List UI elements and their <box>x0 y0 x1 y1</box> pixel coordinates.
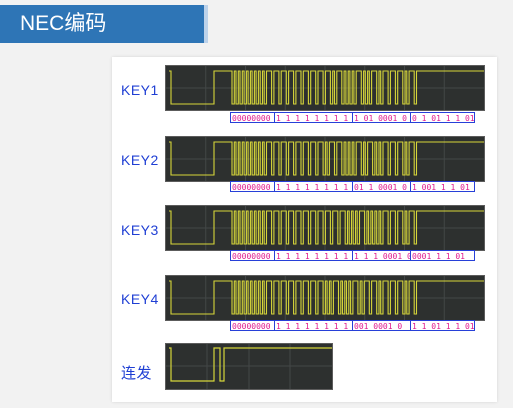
address-bits: 00000000 <box>230 181 275 192</box>
key1-waveform <box>165 65 485 111</box>
nec-signal-trace <box>169 280 484 315</box>
waveform-svg <box>166 137 484 181</box>
command-bits: 01 1 0001 0 <box>352 181 411 192</box>
address-inverse-bits: 1 1 1 1 1 1 1 1 <box>274 112 353 123</box>
command-inverse-bits: 1 1 01 1 1 01 <box>410 320 475 331</box>
key3-bit-groups: 00000000 1 1 1 1 1 1 1 1 1 1 1 0001 0 00… <box>230 250 475 261</box>
key1-label: KEY1 <box>121 82 159 98</box>
command-bits: 1 1 1 0001 0 <box>352 250 411 261</box>
address-bits: 00000000 <box>230 250 275 261</box>
command-inverse-bits: 0 1 01 1 1 01 <box>410 112 475 123</box>
repeat-signal-trace <box>169 347 332 382</box>
grid <box>166 344 332 389</box>
waveform-svg <box>166 66 484 110</box>
waveform-svg <box>166 276 484 320</box>
address-inverse-bits: 1 1 1 1 1 1 1 1 <box>274 181 353 192</box>
repeat-waveform <box>165 343 333 390</box>
key3-waveform <box>165 205 485 251</box>
command-inverse-bits: 0001 1 1 01 <box>410 250 475 261</box>
key1-bit-groups: 00000000 1 1 1 1 1 1 1 1 1 01 0001 0 0 1… <box>230 112 475 123</box>
command-bits: 001 0001 0 <box>352 320 411 331</box>
address-bits: 00000000 <box>230 320 275 331</box>
command-bits: 1 01 0001 0 <box>352 112 411 123</box>
address-bits: 00000000 <box>230 112 275 123</box>
nec-signal-trace <box>169 141 484 176</box>
key4-waveform <box>165 275 485 321</box>
page-title: NEC编码 <box>0 5 208 43</box>
key4-bit-groups: 00000000 1 1 1 1 1 1 1 1 001 0001 0 1 1 … <box>230 320 475 331</box>
address-inverse-bits: 1 1 1 1 1 1 1 1 <box>274 320 353 331</box>
waveform-svg <box>166 206 484 250</box>
key2-label: KEY2 <box>121 152 159 168</box>
waveform-svg <box>166 344 332 389</box>
nec-signal-trace <box>169 210 484 245</box>
key2-bit-groups: 00000000 1 1 1 1 1 1 1 1 01 1 0001 0 1 0… <box>230 181 475 192</box>
command-inverse-bits: 1 001 1 1 01 <box>410 181 475 192</box>
key4-label: KEY4 <box>121 291 159 307</box>
key2-waveform <box>165 136 485 182</box>
address-inverse-bits: 1 1 1 1 1 1 1 1 <box>274 250 353 261</box>
key3-label: KEY3 <box>121 222 159 238</box>
repeat-label: 连发 <box>121 365 153 382</box>
nec-signal-trace <box>169 70 484 105</box>
